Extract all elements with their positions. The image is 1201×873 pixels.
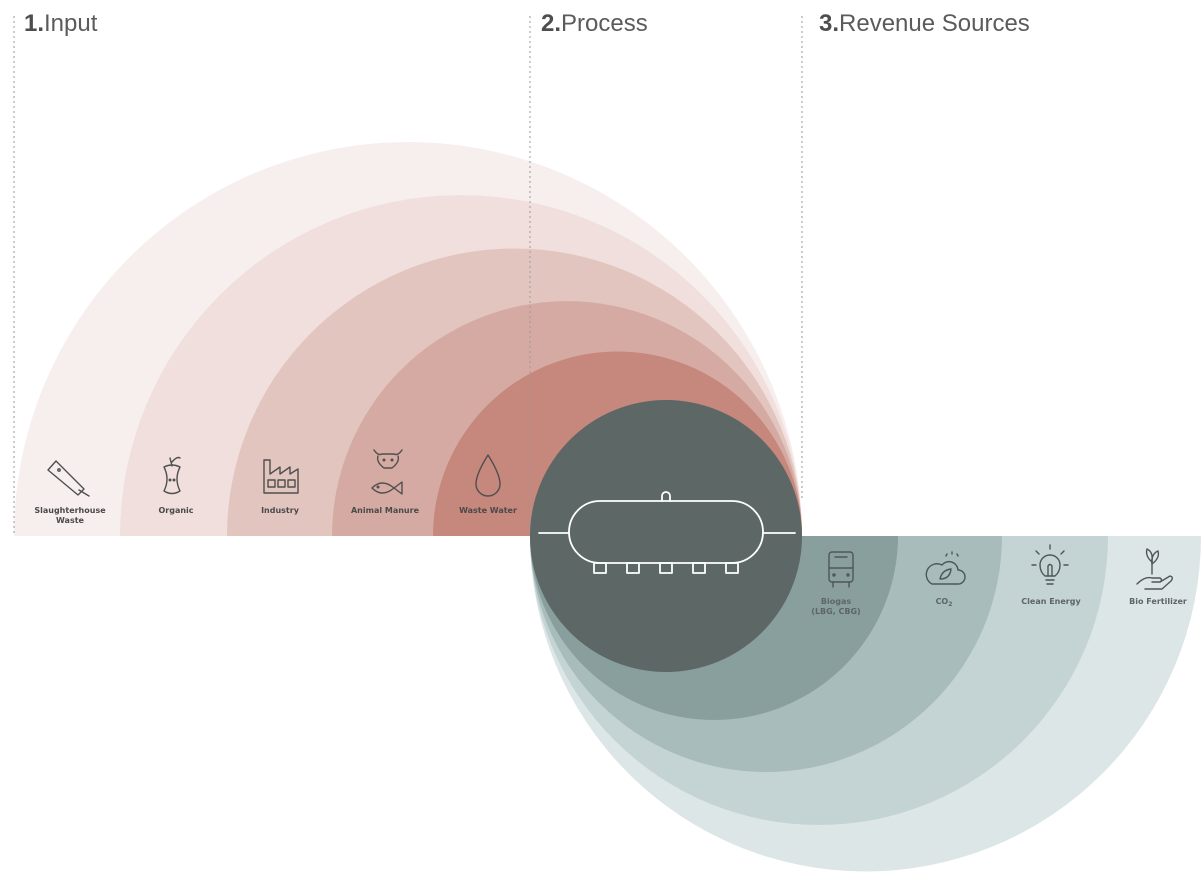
stage-dividers [13, 16, 803, 536]
input-label-industry: Industry [261, 506, 300, 515]
stage-title-revenue-sources: 3.Revenue Sources [819, 10, 1030, 37]
bus-icon [828, 551, 854, 588]
digester-tank-icon [538, 491, 796, 574]
output-label-co2: CO2 [936, 597, 953, 608]
output-label-biogas: Biogas [821, 597, 851, 606]
input-label-slaughterhouse-line2: Waste [56, 516, 85, 525]
output-label-biogas-line2: (LBG, CBG) [811, 607, 860, 616]
cow-fish-icon [371, 449, 403, 495]
lightbulb-icon [1031, 544, 1069, 585]
factory-icon [263, 459, 299, 494]
output-label-clean-energy: Clean Energy [1021, 597, 1081, 606]
water-drop-icon [475, 454, 501, 497]
hand-sprout-icon [1136, 548, 1173, 590]
input-label-slaughterhouse: Slaughterhouse [34, 506, 106, 515]
input-label-waste-water: Waste Water [459, 506, 517, 515]
stage-title-input: 1.Input [24, 10, 98, 37]
apple-core-icon [163, 456, 181, 495]
input-label-organic: Organic [158, 506, 193, 515]
cleaver-icon [47, 460, 90, 497]
input-label-animal-manure: Animal Manure [351, 506, 420, 515]
cloud-leaf-icon [925, 551, 966, 585]
process-circle [530, 400, 802, 672]
stage-title-process: 2.Process [541, 10, 648, 37]
output-label-bio-fertilizer: Bio Fertilizer [1129, 597, 1187, 606]
